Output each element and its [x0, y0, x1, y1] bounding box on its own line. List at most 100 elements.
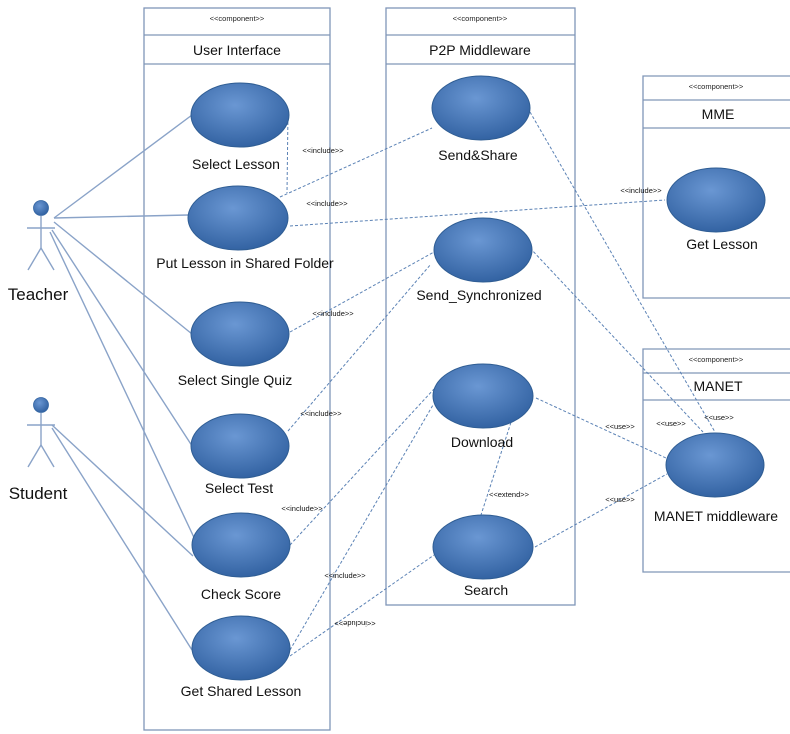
use-case-select-single-quiz: Select Single Quiz: [178, 301, 292, 388]
component-mme: <<component>> MME: [642, 75, 790, 299]
use-case-put-lesson: Put Lesson in Shared Folder: [156, 185, 334, 271]
include-label-rotated: <<include>>: [334, 619, 376, 628]
use-case-get-shared-lesson: Get Shared Lesson: [181, 615, 302, 699]
use-case-manet-middleware: MANET middleware: [654, 432, 778, 524]
association-line: [51, 229, 197, 453]
association-line: [49, 231, 199, 547]
use-case-ellipse: [665, 432, 765, 498]
use-label: <<use>>: [605, 495, 635, 504]
actor-label-student: Student: [9, 484, 68, 503]
actor-leg: [40, 247, 55, 271]
component-manet: <<component>> MANET: [642, 348, 790, 573]
actor-student: Student: [9, 397, 68, 503]
association-line: [53, 114, 193, 219]
component-title-mme: MME: [702, 106, 735, 122]
use-case-ellipse: [432, 514, 534, 580]
use-case-label: Get Lesson: [686, 236, 758, 252]
stereotype-label: <<component>>: [689, 355, 744, 364]
dependency-line: [289, 199, 666, 227]
stereotype-label: <<component>>: [453, 14, 508, 23]
component-box: [642, 75, 790, 299]
include-label: <<include>>: [312, 309, 354, 318]
dependency-line: [535, 397, 667, 459]
component-title-p2p: P2P Middleware: [429, 42, 531, 58]
use-case-ellipse: [432, 363, 534, 429]
use-label: <<use>>: [704, 413, 734, 422]
use-case-ellipse: [191, 512, 291, 578]
use-case-ellipse: [187, 185, 289, 251]
actor-leg: [40, 444, 55, 468]
use-case-search: Search: [432, 514, 534, 598]
dependency-line: [479, 412, 515, 519]
include-label: <<include>>: [620, 186, 662, 195]
use-case-get-lesson: Get Lesson: [666, 167, 766, 252]
dependency-line: [286, 111, 289, 194]
use-case-send-share: Send&Share: [431, 75, 531, 163]
actor-label-teacher: Teacher: [8, 285, 69, 304]
use-case-select-lesson: Select Lesson: [190, 82, 290, 172]
dependency-line: [534, 473, 668, 548]
actor-head-icon: [33, 397, 49, 413]
use-case-label: Select Lesson: [192, 156, 280, 172]
dependency-line: [279, 127, 433, 198]
use-label: <<use>>: [605, 422, 635, 431]
include-label: <<include>>: [306, 199, 348, 208]
dependency-line: [287, 263, 432, 432]
include-label: <<include>>: [334, 619, 376, 628]
dependency-lines: [279, 111, 716, 657]
actor-associations: [49, 114, 199, 651]
use-case-send-synchronized: Send_Synchronized: [416, 217, 542, 303]
use-case-ellipse: [190, 82, 290, 148]
dependency-line: [289, 251, 435, 333]
component-box: [385, 7, 576, 606]
actor-teacher: Teacher: [8, 200, 69, 304]
use-case-label: Download: [451, 434, 513, 450]
association-line: [53, 214, 189, 219]
association-line: [51, 424, 194, 557]
use-case-label: Select Test: [205, 480, 273, 496]
actor-leg: [27, 247, 42, 271]
use-case-download: Download: [432, 363, 534, 450]
component-box: [642, 348, 790, 573]
use-label: <<use>>: [656, 419, 686, 428]
use-case-label: Put Lesson in Shared Folder: [156, 255, 334, 271]
use-case-check-score: Check Score: [191, 512, 291, 602]
dependency-line: [289, 404, 434, 651]
use-case-label: Send&Share: [438, 147, 518, 163]
use-case-ellipse: [190, 301, 290, 367]
include-label: <<include>>: [300, 409, 342, 418]
dependency-line: [529, 111, 716, 433]
include-label: <<include>>: [302, 146, 344, 155]
dependency-line: [529, 247, 704, 433]
association-line: [51, 427, 193, 651]
use-case-label: Get Shared Lesson: [181, 683, 302, 699]
use-case-ellipse: [191, 615, 291, 681]
use-case-label: Select Single Quiz: [178, 372, 292, 388]
use-case-ellipse: [433, 217, 533, 283]
dependency-line: [289, 554, 435, 657]
component-title-ui: User Interface: [193, 42, 281, 58]
use-case-ellipse: [666, 167, 766, 233]
dependency-line: [289, 388, 435, 546]
actor-leg: [27, 444, 42, 468]
stereotype-label: <<component>>: [210, 14, 265, 23]
include-label: <<include>>: [324, 571, 366, 580]
use-case-label: Search: [464, 582, 508, 598]
include-label: <<include>>: [281, 504, 323, 513]
use-case-label: Send_Synchronized: [416, 287, 541, 303]
use-case-ellipse: [431, 75, 531, 141]
actor-head-icon: [33, 200, 49, 216]
component-box: [143, 7, 331, 731]
component-user-interface: <<component>> User Interface: [143, 7, 331, 731]
extend-label: <<extend>>: [489, 490, 530, 499]
use-case-label: MANET middleware: [654, 508, 778, 524]
use-case-select-test: Select Test: [190, 413, 290, 496]
association-line: [53, 221, 193, 335]
dependency-labels: <<include>> <<include>> <<include>> <<in…: [281, 146, 734, 628]
component-title-manet: MANET: [694, 378, 743, 394]
use-case-label: Check Score: [201, 586, 281, 602]
component-p2p-middleware: <<component>> P2P Middleware: [385, 7, 576, 606]
stereotype-label: <<component>>: [689, 82, 744, 91]
use-case-ellipse: [190, 413, 290, 479]
